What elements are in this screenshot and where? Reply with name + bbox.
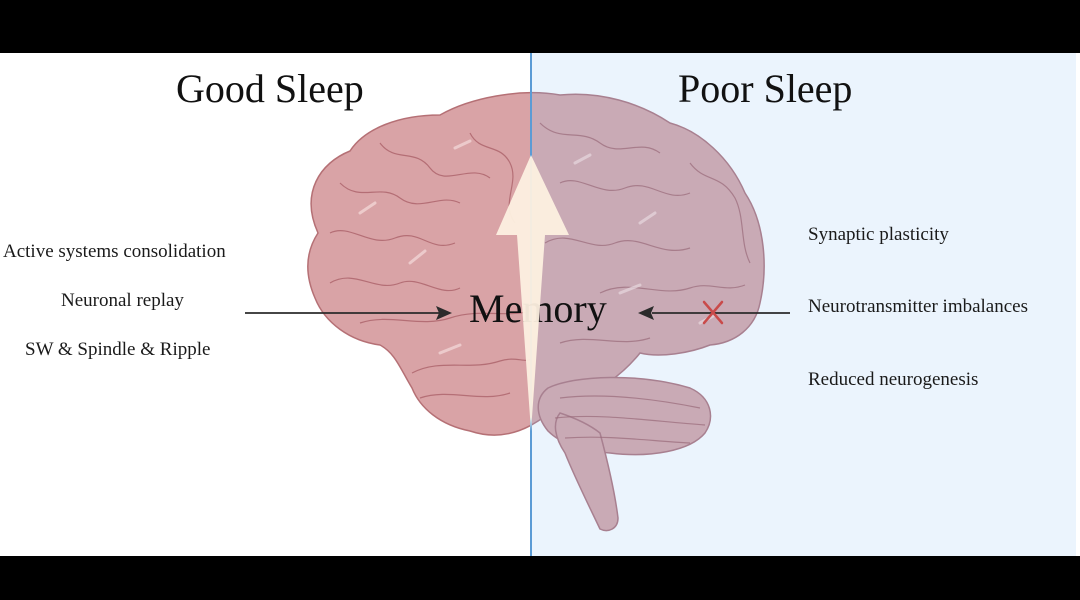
good-factor-neuronal-replay: Neuronal replay — [61, 290, 184, 311]
poor-factor-neurotransmitter-imbalances: Neurotransmitter imbalances — [808, 296, 1029, 317]
poor-factor-reduced-neurogenesis: Reduced neurogenesis — [808, 369, 979, 390]
good-sleep-title: Good Sleep — [176, 66, 364, 111]
memory-label: Memory — [469, 286, 607, 331]
diagram-canvas: Good Sleep Poor Sleep — [0, 53, 1080, 556]
good-factor-active-systems-consolidation: Active systems consolidation — [3, 241, 226, 262]
good-factor-sw-spindle-ripple: SW & Spindle & Ripple — [25, 339, 211, 360]
poor-factor-synaptic-plasticity: Synaptic plasticity — [808, 224, 949, 245]
poor-sleep-title: Poor Sleep — [678, 66, 853, 111]
